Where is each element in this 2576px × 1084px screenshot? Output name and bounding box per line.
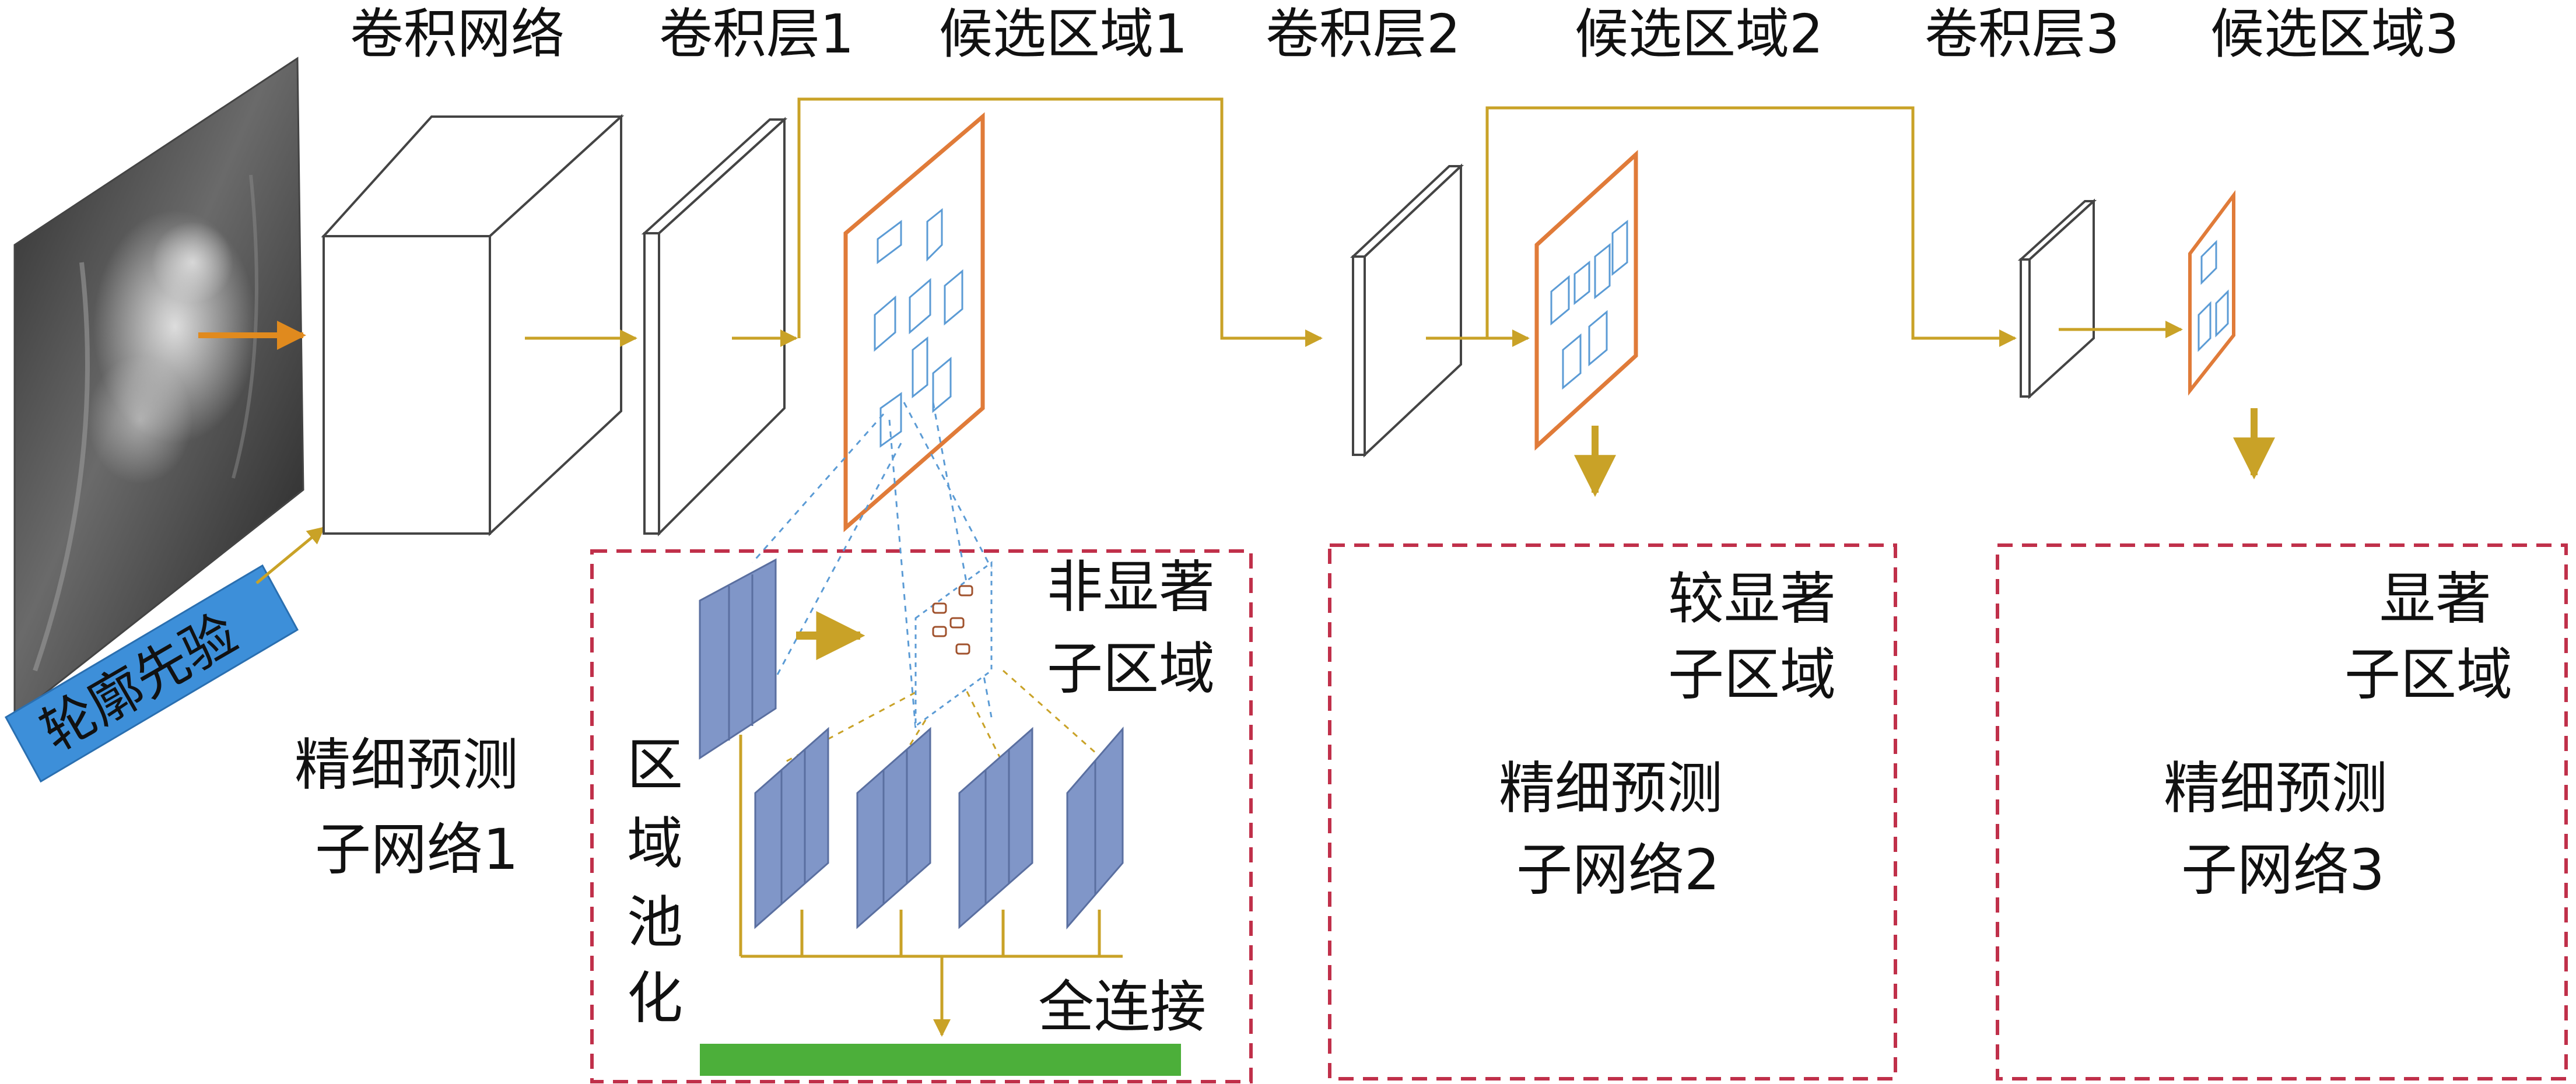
conv-net-label: 卷积网络	[350, 3, 565, 65]
pooled-feature-map	[699, 558, 777, 760]
subnet2-salient-line2: 子区域	[1668, 642, 1836, 707]
non-salient-line2: 子区域	[1047, 636, 1215, 701]
pooled-maps-row	[754, 726, 1124, 930]
subnet2-salient-line1: 较显著	[1668, 566, 1836, 632]
candidate2-to-layer3-connector	[1485, 106, 2017, 347]
subnet3-label-line2: 子网络3	[2181, 837, 2385, 903]
fine-prediction-subnet-1-box	[590, 549, 1253, 1083]
pooled-map-3	[958, 727, 1033, 929]
subnet3-salient-line2: 子区域	[2344, 642, 2512, 707]
subnet1-label-line1: 精细预测	[295, 732, 518, 798]
subnet2-label-line1: 精细预测	[1499, 756, 1723, 821]
subnet2-label-line2: 子网络2	[1516, 837, 1720, 903]
candidate-region-1	[843, 112, 985, 532]
fine-prediction-subnet-3-box	[1996, 543, 2568, 1081]
roi-pooling-char-2: 域	[627, 811, 683, 876]
pooled-map-2	[856, 727, 931, 929]
conv-layer-1	[641, 117, 788, 536]
conv-layer-2	[1350, 163, 1464, 458]
conv-layer-3	[2017, 198, 2097, 399]
input-image	[13, 57, 304, 720]
fine-prediction-subnet-2-box	[1328, 543, 1897, 1081]
candidate-region-3	[2188, 190, 2235, 396]
fully-connected-bar	[700, 1044, 1181, 1076]
non-salient-line1: 非显著	[1047, 555, 1215, 620]
subnet1-label-line2: 子网络1	[315, 817, 518, 882]
roi-pooling-char-1: 区	[627, 732, 683, 798]
pooled-map-1	[754, 727, 829, 929]
candidate1-to-layer2-connector	[797, 97, 1323, 347]
pooled-map-4	[1066, 726, 1124, 930]
conv-layer-3-label: 卷积层3	[1925, 3, 2120, 65]
roi-pooling-char-4: 化	[627, 966, 683, 1031]
non-salient-subregion-panel	[914, 561, 993, 728]
conv-layer-1-label: 卷积层1	[659, 3, 854, 65]
roi-pooling-char-3: 池	[627, 890, 683, 955]
conv-layer-2-label: 卷积层2	[1266, 3, 1461, 65]
candidate-region-1-label: 候选区域1	[939, 3, 1188, 65]
candidate-region-3-label: 候选区域3	[2210, 3, 2459, 65]
roi-projection-lines	[751, 402, 993, 729]
prior-to-convnet-arrow	[255, 527, 325, 584]
candidate-region-2	[1534, 150, 1638, 451]
conv-net-cube	[321, 114, 625, 536]
fully-connected-label: 全连接	[1038, 974, 1206, 1040]
candidate-region-2-label: 候选区域2	[1575, 3, 1824, 65]
roi-pooling-label: 区 域 池 化	[627, 732, 683, 1031]
fc-connectors	[739, 735, 1123, 958]
subnet3-label-line1: 精细预测	[2164, 756, 2388, 821]
subnet3-salient-line1: 显著	[2379, 566, 2491, 632]
